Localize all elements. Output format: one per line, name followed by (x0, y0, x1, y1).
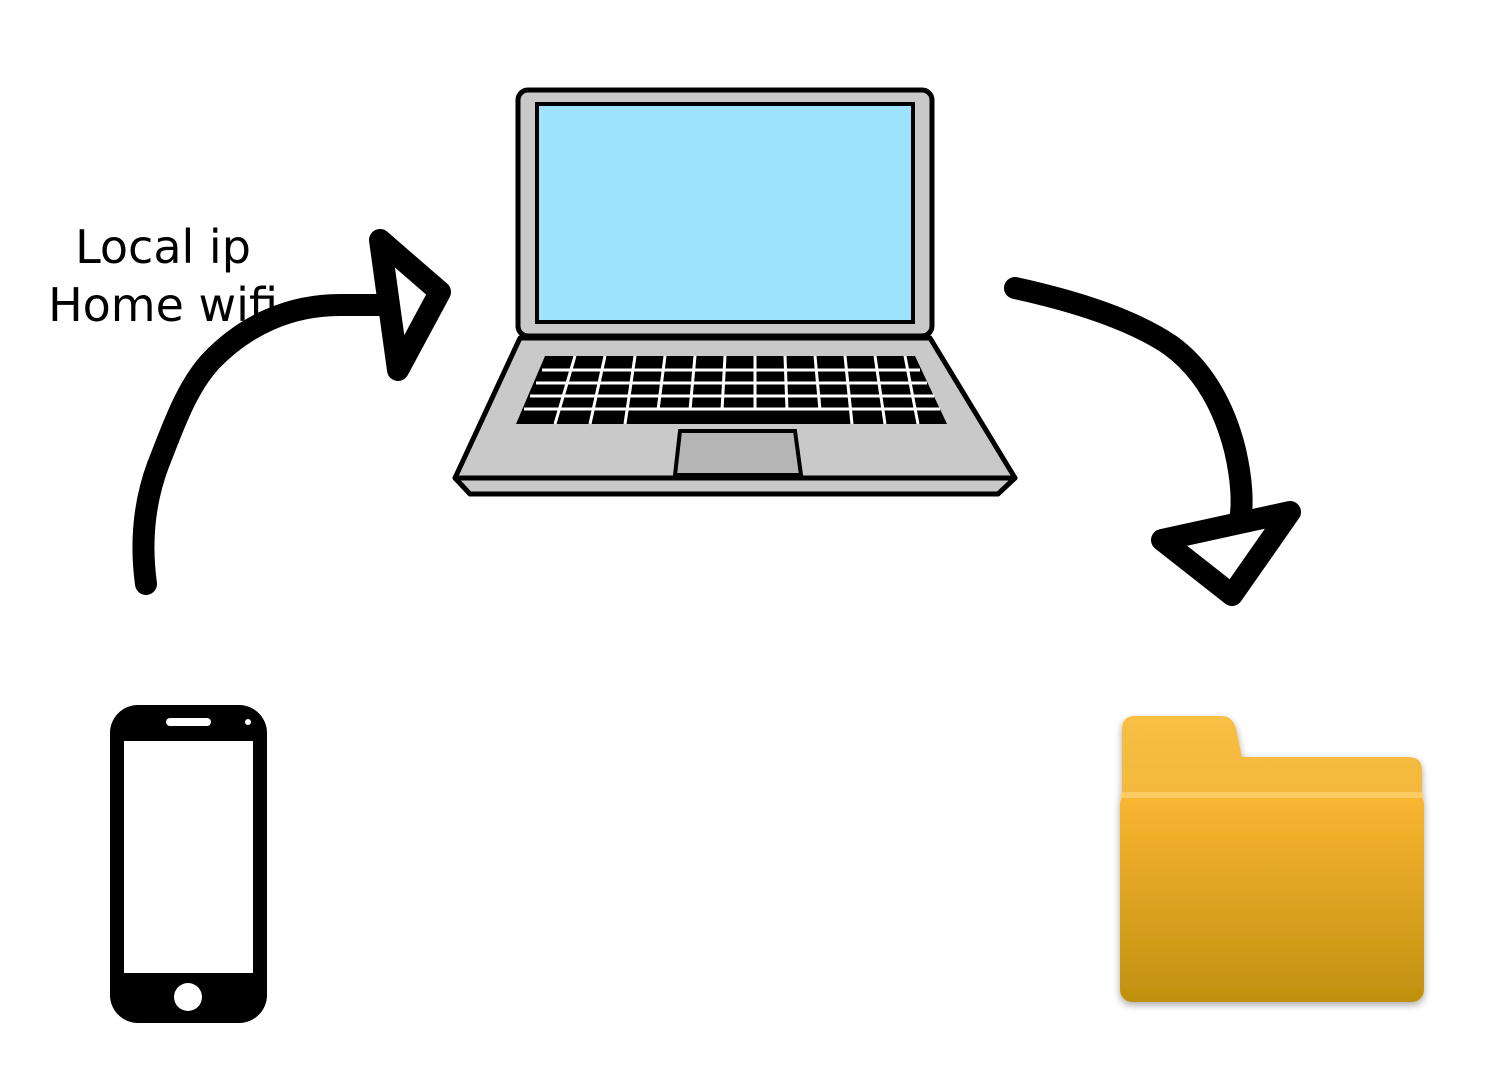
arrow-phone-to-laptop (132, 229, 451, 595)
label-line-home-wifi: Home wifi (48, 278, 278, 332)
laptop-icon (452, 87, 1018, 497)
folder-icon (1120, 716, 1424, 1002)
smartphone-icon (110, 705, 267, 1023)
label-line-local-ip: Local ip (75, 220, 251, 274)
connection-label: Local ip Home wifi (38, 218, 288, 334)
arrow-laptop-to-folder (1004, 277, 1301, 606)
